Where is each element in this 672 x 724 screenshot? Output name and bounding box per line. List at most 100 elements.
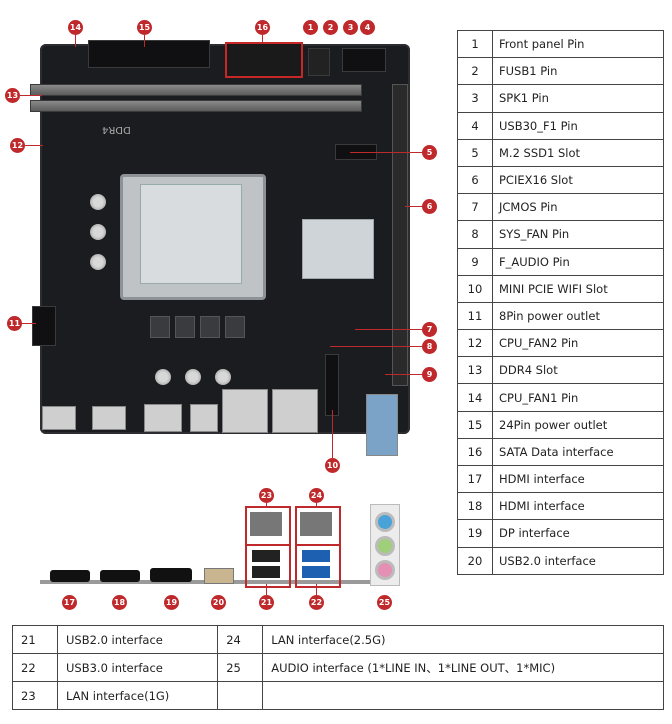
legend-number: 20 xyxy=(457,546,493,575)
legend-label: 24Pin power outlet xyxy=(492,410,664,439)
callout-9: 9 xyxy=(422,367,437,382)
mic-jack xyxy=(375,560,395,580)
vrm-choke xyxy=(175,316,195,338)
interface-label: AUDIO interface (1*LINE IN、1*LINE OUT、1*… xyxy=(262,653,664,682)
usb3-stack-frame xyxy=(295,544,341,588)
callout-24-leader xyxy=(316,503,317,507)
callout-22: 22 xyxy=(309,595,324,610)
callout-15: 15 xyxy=(137,20,152,35)
callout-23: 23 xyxy=(259,488,274,503)
legend-number: 14 xyxy=(457,383,493,412)
callout-10-leader xyxy=(332,410,333,458)
callout-8-leader xyxy=(330,346,422,347)
callout-11: 11 xyxy=(7,316,22,331)
legend-label: SATA Data interface xyxy=(492,437,664,467)
legend-number: 10 xyxy=(457,274,493,303)
legend-label: HDMI interface xyxy=(492,492,664,521)
vrm-choke xyxy=(150,316,170,338)
lan-1g-port xyxy=(250,512,282,536)
usb2-port-rear xyxy=(190,404,218,432)
legend-label: DDR4 Slot xyxy=(492,356,664,385)
line-out-jack xyxy=(375,536,395,556)
atx-24pin-connector xyxy=(88,40,210,68)
interface-number: 21 xyxy=(12,625,58,654)
legend-label: HDMI interface xyxy=(492,464,664,494)
callout-14: 14 xyxy=(68,20,83,35)
legend-label: SPK1 Pin xyxy=(492,84,664,113)
legend-label: Front panel Pin xyxy=(492,29,664,59)
interface-number xyxy=(217,681,264,710)
callout-15-leader xyxy=(144,35,145,47)
motherboard-photo: DDR4 1 2 3 4 5 xyxy=(0,0,450,480)
callout-19: 19 xyxy=(164,595,179,610)
interface-number: 24 xyxy=(217,625,264,654)
legend-number: 5 xyxy=(457,138,493,167)
legend-label: JCMOS Pin xyxy=(492,193,664,222)
legend-label: SYS_FAN Pin xyxy=(492,220,664,249)
callout-21: 21 xyxy=(259,595,274,610)
callout-11-leader xyxy=(22,323,36,324)
callout-6-leader xyxy=(405,206,422,207)
legend-label: USB30_F1 Pin xyxy=(492,111,664,140)
capacitor xyxy=(90,224,106,240)
usb2-port-21b xyxy=(252,566,280,578)
legend-label: DP interface xyxy=(492,519,664,548)
legend-number: 19 xyxy=(457,519,493,548)
callout-12-leader xyxy=(25,145,43,146)
callout-7: 7 xyxy=(422,322,437,337)
legend-label: F_AUDIO Pin xyxy=(492,247,664,276)
callout-13-leader xyxy=(20,95,42,96)
callout-5-leader xyxy=(350,152,422,153)
interface-number: 23 xyxy=(12,681,58,710)
callout-7-leader xyxy=(355,329,422,330)
hdmi-port-17 xyxy=(50,570,90,582)
callout-14-leader xyxy=(75,35,76,47)
legend-number: 1 xyxy=(457,29,493,59)
usb2-port-21a xyxy=(252,550,280,562)
callout-16-leader xyxy=(262,35,263,43)
legend-number: 8 xyxy=(457,220,493,249)
vrm-choke xyxy=(200,316,220,338)
interface-number: 25 xyxy=(217,653,264,682)
capacitor xyxy=(90,254,106,270)
legend-label: CPU_FAN1 Pin xyxy=(492,383,664,412)
callout-18: 18 xyxy=(112,595,127,610)
callout-3: 3 xyxy=(343,20,358,35)
usb3-port-22b xyxy=(302,566,330,578)
legend-label: MINI PCIE WIFI Slot xyxy=(492,274,664,303)
ddr4-slot-1 xyxy=(30,84,362,96)
capacitor xyxy=(185,369,201,385)
legend-label: PCIEX16 Slot xyxy=(492,165,664,195)
capacitor xyxy=(155,369,171,385)
callout-23-leader xyxy=(266,503,267,507)
mini-pcie-wifi-slot xyxy=(325,354,339,416)
usb2-port-20 xyxy=(204,568,234,584)
lan-usb-stack-1 xyxy=(222,389,268,433)
callout-1: 1 xyxy=(303,20,318,35)
hdmi-port-18 xyxy=(100,570,140,582)
callout-5: 5 xyxy=(422,145,437,160)
lan-usb-stack-2 xyxy=(272,389,318,433)
legend-number: 9 xyxy=(457,247,493,276)
